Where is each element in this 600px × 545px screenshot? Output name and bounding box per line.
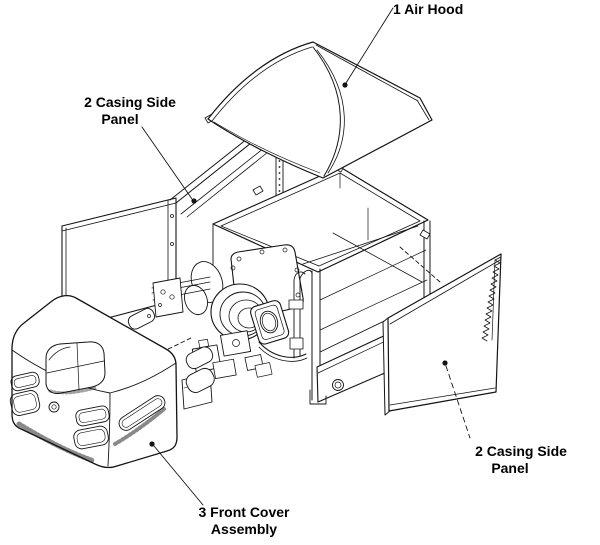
right-panel-top-inner: [389, 259, 501, 325]
burner-assembly: [151, 244, 313, 410]
valve-knob: [198, 338, 209, 348]
flex-conduit: [258, 341, 307, 358]
right-panel-face: [387, 253, 502, 412]
stipple-shading: [113, 407, 166, 446]
louver-slot: [9, 390, 41, 416]
gasket-plates: [127, 308, 215, 393]
leader-dot-casing-right: [442, 360, 448, 366]
valve-body: [212, 358, 237, 380]
leader-dot-air-hood: [342, 82, 348, 88]
casing-side-panel-right: [382, 246, 502, 416]
axis-dashes: [399, 246, 441, 283]
bracket-hole: [169, 294, 175, 300]
gas-valve: [220, 330, 252, 357]
callout-casing-side-panel-right: 2 Casing Side Panel: [465, 443, 577, 477]
base-foot: [309, 389, 327, 405]
interior-edges: [339, 172, 369, 241]
cover-bolt: [48, 401, 60, 413]
clip-detail: [252, 185, 264, 196]
flex-conduit-inner: [258, 346, 308, 362]
callout-leaders: [141, 7, 471, 506]
callout-label: Panel: [491, 460, 529, 476]
gasket-plate: [185, 367, 215, 393]
louver-slot: [75, 405, 110, 427]
gasket-plate: [185, 346, 214, 370]
mounting-bracket: [152, 277, 184, 318]
callout-label: 3 Front Cover: [198, 504, 290, 520]
air-hood-ridge-inner: [316, 49, 345, 174]
callout-front-cover-assembly: 3 Front Cover Assembly: [188, 504, 300, 538]
callout-label: Panel: [101, 111, 139, 127]
base-grommet-inner: [334, 381, 342, 389]
callout-label: 1 Air Hood: [393, 1, 464, 17]
side-chords: [319, 249, 428, 331]
snout-flange-inner: [254, 304, 285, 340]
cross-braces: [302, 225, 423, 283]
alignment-dashes: [161, 337, 192, 353]
base-grommet: [332, 379, 344, 391]
snout-opening: [259, 310, 279, 334]
perforation-dots: [278, 160, 281, 192]
snout-flange: [250, 300, 290, 345]
air-hood-outline: [207, 41, 433, 179]
pipe-fitting: [288, 299, 304, 310]
bracket-hole: [158, 303, 162, 307]
leader-casing-left: [141, 126, 193, 200]
louver-slot-inner: [13, 375, 37, 388]
louver-slot-inner: [13, 393, 37, 413]
air-hood-edge-inner: [211, 44, 430, 122]
air-hood-bottom-inner: [213, 121, 321, 174]
corrugated-edge: [481, 256, 502, 342]
cover-bolt-inner: [51, 404, 57, 410]
callout-label: 2 Casing Side: [475, 443, 567, 459]
gas-pipes: [293, 269, 313, 359]
bracket-hole: [160, 289, 166, 295]
leader-front-cover: [153, 445, 204, 506]
pipe-fitting: [289, 337, 304, 350]
cover-hood-bump: [45, 341, 106, 394]
gasket-hole: [147, 314, 151, 318]
clip-detail: [419, 229, 431, 240]
leader-casing-right: [445, 365, 471, 439]
callout-label: 2 Casing Side: [84, 94, 176, 110]
gasket-plate: [127, 308, 156, 330]
cover-hood-bump-lines: [46, 342, 105, 391]
air-hood: [207, 41, 433, 179]
louver-slot-inner: [78, 408, 107, 423]
front-cover-assembly: [9, 294, 178, 469]
right-panel-bottom-inner: [389, 387, 496, 406]
valve-dial: [232, 339, 240, 347]
leader-air-hood: [345, 7, 394, 84]
callout-label: Assembly: [210, 521, 278, 537]
left-panel-bolt: [170, 242, 174, 246]
left-panel-bolt: [170, 214, 174, 218]
air-hood-ridge: [312, 46, 341, 177]
side-louver-slot-inner: [121, 398, 163, 428]
louver-slot: [10, 371, 40, 392]
callout-air-hood: 1 Air Hood: [393, 1, 463, 18]
leader-dot-casing-left: [191, 198, 197, 204]
louver-slot: [73, 425, 109, 450]
snout-opening-inner: [261, 312, 277, 332]
leader-dot-front-cover: [149, 441, 155, 447]
small-flange: [254, 362, 273, 378]
louver-slot-inner: [76, 429, 106, 446]
stipple-shading: [48, 386, 97, 395]
side-louver-slot: [118, 395, 166, 431]
perforated-strip: [275, 154, 284, 197]
callout-casing-side-panel-left: 2 Casing Side Panel: [74, 94, 186, 128]
front-cover-corner-divider: [107, 392, 111, 467]
stipple-shading: [16, 421, 97, 464]
